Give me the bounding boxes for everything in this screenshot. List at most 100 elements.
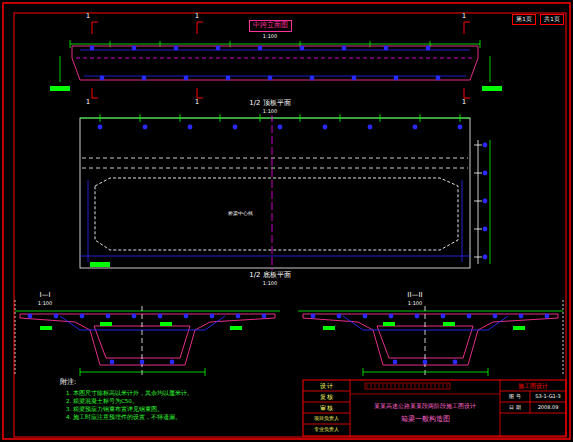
marker-block bbox=[40, 326, 52, 330]
drawing-line bbox=[80, 368, 81, 376]
rebar-dot bbox=[184, 76, 189, 81]
rebar-dot bbox=[483, 143, 488, 148]
drawing-line bbox=[303, 402, 350, 403]
marker-block bbox=[230, 326, 242, 330]
drawing-line bbox=[142, 306, 143, 378]
drawing-line bbox=[488, 368, 489, 376]
rebar-dot bbox=[170, 360, 175, 365]
drawing-line bbox=[371, 384, 372, 388]
drawing-label: 图 号 bbox=[509, 394, 521, 400]
drawing-line bbox=[383, 384, 384, 388]
rebar-dot bbox=[216, 46, 221, 51]
drawing-label: 1 bbox=[86, 13, 90, 21]
drawing-line bbox=[474, 257, 482, 258]
rebar-dot bbox=[158, 314, 163, 319]
drawing-label: 专业负责人 bbox=[314, 427, 339, 433]
drawing-label: I—I bbox=[39, 292, 50, 300]
drawing-line bbox=[100, 114, 101, 122]
drawing-line bbox=[411, 384, 412, 388]
drawing-line bbox=[303, 413, 350, 414]
rebar-dot bbox=[174, 46, 179, 51]
drawing-line bbox=[140, 114, 141, 122]
drawing-line bbox=[340, 114, 341, 122]
drawing-line bbox=[84, 76, 466, 77]
drawing-line bbox=[563, 300, 564, 376]
drawing-label: 1 bbox=[86, 99, 90, 107]
drawing-line bbox=[474, 173, 482, 174]
drawing-line bbox=[15, 311, 280, 312]
drawing-line bbox=[80, 118, 470, 119]
frame bbox=[80, 118, 470, 268]
rebar-dot bbox=[384, 46, 389, 51]
drawing-line bbox=[80, 50, 470, 51]
rebar-dot bbox=[226, 76, 231, 81]
rebar-dot bbox=[483, 255, 488, 260]
outline bbox=[95, 178, 458, 250]
drawing-line bbox=[82, 158, 468, 159]
drawing-line bbox=[391, 384, 392, 388]
drawing-label: 设 计 bbox=[320, 382, 334, 388]
frame bbox=[3, 3, 570, 439]
drawing-label: 2. 箱梁混凝土标号为C50。 bbox=[66, 398, 138, 404]
outline bbox=[303, 314, 558, 365]
drawing-label: 1. 本图尺寸除标高以米计外，其余均以厘米计。 bbox=[66, 390, 193, 396]
drawing-line bbox=[205, 368, 206, 376]
rebar-dot bbox=[413, 125, 418, 130]
drawing-line bbox=[443, 384, 444, 388]
rebar-dot bbox=[258, 46, 263, 51]
drawing-line bbox=[197, 22, 203, 23]
rebar-dot bbox=[262, 314, 267, 319]
rebar-dot bbox=[441, 314, 446, 319]
drawing-line bbox=[478, 140, 479, 264]
drawing-line bbox=[464, 88, 465, 98]
drawing-line bbox=[88, 180, 89, 262]
rebar-dot bbox=[110, 360, 115, 365]
drawing-line bbox=[197, 88, 198, 98]
rebar-dot bbox=[352, 76, 357, 81]
rebar-dot bbox=[323, 125, 328, 130]
box-text: 中跨立面图 bbox=[253, 22, 288, 30]
rebar-dot bbox=[436, 76, 441, 81]
rebar-dot bbox=[106, 314, 111, 319]
drawing-line bbox=[80, 256, 470, 257]
drawing-line bbox=[15, 300, 16, 376]
rebar-dot bbox=[342, 46, 347, 51]
drawing-label: 附注: bbox=[60, 379, 76, 387]
rebar-dot bbox=[233, 125, 238, 130]
drawing-line bbox=[70, 44, 480, 45]
marker-block bbox=[323, 326, 335, 330]
marker-block bbox=[482, 86, 502, 91]
drawing-line bbox=[303, 424, 350, 425]
drawing-line bbox=[399, 384, 400, 388]
marker-block bbox=[100, 322, 112, 326]
drawing-label: 某某高速公路某某段两阶段施工图设计 bbox=[374, 403, 476, 409]
rebar-dot bbox=[483, 199, 488, 204]
rebar-dot bbox=[337, 314, 342, 319]
marker-block bbox=[513, 326, 525, 330]
drawing-line bbox=[480, 40, 481, 48]
rebar-dot bbox=[100, 76, 105, 81]
drawing-line bbox=[407, 384, 408, 388]
rebar-dot bbox=[90, 46, 95, 51]
title-box: 中跨立面图 bbox=[249, 20, 292, 32]
drawing-line bbox=[460, 114, 461, 122]
drawing-line bbox=[350, 394, 500, 395]
drawing-line bbox=[350, 380, 351, 436]
rebar-dot bbox=[453, 360, 458, 365]
drawing-line bbox=[380, 114, 381, 122]
rebar-dot bbox=[423, 360, 428, 365]
rebar-dot bbox=[143, 125, 148, 130]
drawing-label: 3. 箱梁预应力钢束布置详见钢束图。 bbox=[66, 406, 163, 412]
box-text: 第1页 bbox=[516, 16, 532, 22]
drawing-line bbox=[490, 56, 491, 82]
rebar-dot bbox=[98, 125, 103, 130]
drawing-label: 1/2 顶板平面 bbox=[249, 100, 291, 108]
drawing-line bbox=[474, 229, 482, 230]
rebar-dot bbox=[28, 314, 33, 319]
drawing-label: 施工图设计 bbox=[518, 382, 548, 389]
drawing-line bbox=[474, 145, 482, 146]
drawing-line bbox=[92, 98, 98, 99]
rebar-dot bbox=[394, 76, 399, 81]
rebar-dot bbox=[426, 46, 431, 51]
drawing-line bbox=[70, 40, 71, 48]
